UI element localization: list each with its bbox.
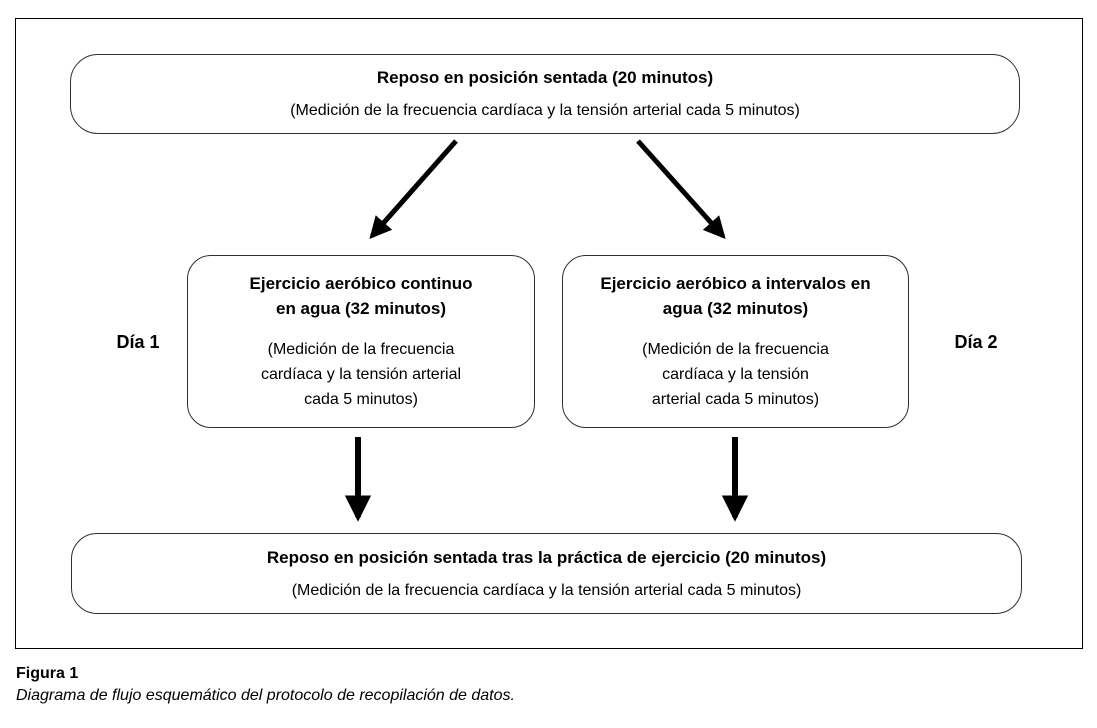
node-subtitle: (Medición de la frecuencia cardíaca y la… bbox=[290, 102, 800, 119]
figure-caption: Figura 1 Diagrama de flujo esquemático d… bbox=[16, 663, 515, 707]
node-continuous-exercise: Ejercicio aeróbico continuo en agua (32 … bbox=[187, 255, 535, 428]
node-subtitle: (Medición de la frecuencia cardíaca y la… bbox=[291, 581, 802, 599]
day-2-label: Día 2 bbox=[954, 332, 998, 352]
node-title: Ejercicio aeróbico continuo en agua (32 … bbox=[249, 274, 473, 318]
figure-number: Figura 1 bbox=[16, 665, 79, 682]
node-title: Reposo en posición sentada tras la práct… bbox=[266, 547, 827, 567]
node-title: Ejercicio aeróbico a intervalos en agua … bbox=[600, 274, 871, 318]
node-rest-pre-exercise: Reposo en posición sentada (20 minutos) … bbox=[70, 54, 1020, 134]
day-1-label: Día 1 bbox=[116, 332, 160, 352]
node-rest-post-exercise: Reposo en posición sentada tras la práct… bbox=[71, 533, 1022, 614]
node-title: Reposo en posición sentada (20 minutos) bbox=[376, 68, 714, 87]
node-subtitle: (Medición de la frecuencia cardíaca y la… bbox=[642, 341, 829, 408]
node-subtitle: (Medición de la frecuencia cardíaca y la… bbox=[260, 341, 462, 408]
figure-description: Diagrama de flujo esquemático del protoc… bbox=[16, 687, 515, 704]
node-interval-exercise: Ejercicio aeróbico a intervalos en agua … bbox=[562, 255, 909, 428]
